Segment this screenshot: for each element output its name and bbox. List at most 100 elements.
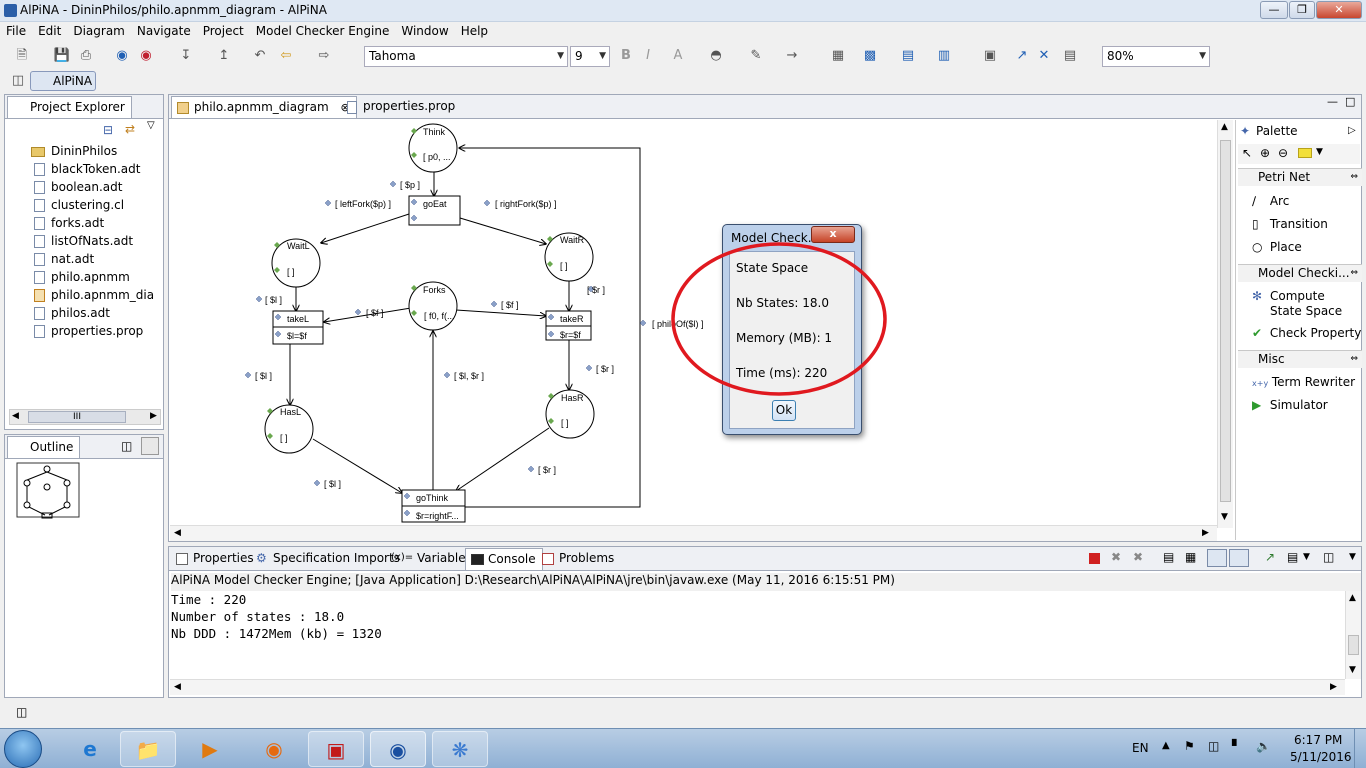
menu-model-checker-engine[interactable]: Model Checker Engine [255, 24, 390, 38]
arc[interactable] [459, 148, 641, 508]
place-hasr[interactable] [545, 389, 595, 439]
outline-tree-icon[interactable]: ◫ [121, 439, 133, 453]
editor-maximize-icon[interactable]: □ [1345, 95, 1356, 108]
clear-console-icon[interactable]: ▤ [1163, 550, 1175, 564]
chevron-down-icon[interactable]: ▼ [1349, 552, 1356, 562]
scroll-up-icon[interactable]: ▲ [1349, 593, 1356, 603]
place-think[interactable] [408, 123, 458, 173]
menu-file[interactable]: File [6, 24, 27, 38]
tab-properties[interactable]: Properties [171, 548, 260, 570]
palette-item-term-rewriter[interactable]: x+y Term Rewriter [1252, 375, 1356, 389]
acrobat-icon[interactable]: ▣ [308, 731, 364, 767]
scroll-thumb[interactable] [1220, 140, 1231, 502]
palette-group-misc[interactable]: Misc⇔ [1238, 350, 1362, 368]
layout-icon[interactable]: ▦ [831, 48, 845, 63]
tree-item-file[interactable]: blackToken.adt [34, 162, 140, 176]
palette-item-check-property[interactable]: ✔ Check Property [1252, 326, 1362, 340]
arrow-style-icon[interactable]: → [786, 48, 798, 63]
rewrite-icon[interactable]: ◉ [140, 48, 152, 63]
palette-item-transition[interactable]: ▯ Transition [1252, 217, 1328, 231]
new-icon[interactable]: 🗎 [16, 48, 28, 63]
align-icon[interactable]: ▤ [901, 48, 915, 63]
scroll-down-icon[interactable]: ▼ [1349, 665, 1356, 675]
clock-time[interactable]: 6:17 PM [1294, 733, 1343, 747]
select-tool-icon[interactable]: ↖ [1242, 146, 1253, 160]
menu-diagram[interactable]: Diagram [73, 24, 125, 38]
tab-properties-prop[interactable]: properties.prop [341, 96, 461, 118]
start-button[interactable] [4, 730, 42, 768]
arrange-icon[interactable]: ▥ [937, 48, 951, 63]
open-perspective-icon[interactable]: ◫ [11, 73, 25, 88]
scroll-left-icon[interactable]: ◀ [12, 411, 19, 421]
font-family-select[interactable]: Tahoma▼ [364, 46, 568, 67]
fast-view-icon[interactable]: ◫ [16, 705, 28, 719]
alpina-app-icon[interactable]: ◉ [370, 731, 426, 767]
palette-group-petri-net[interactable]: Petri Net⇔ [1238, 168, 1362, 186]
perspective-alpina-button[interactable]: AlPiNA [30, 71, 96, 91]
language-indicator[interactable]: EN [1132, 741, 1149, 755]
maximize-button[interactable]: ❐ [1289, 1, 1315, 19]
font-color-button[interactable]: A [673, 48, 683, 63]
cross-icon[interactable]: ✕ [1038, 48, 1050, 63]
tree-item-file[interactable]: philo.apnmm [34, 270, 130, 284]
tab-philo-diagram[interactable]: philo.apnmm_diagram ⊗ [171, 96, 357, 118]
palette-expand-icon[interactable]: ▷ [1348, 125, 1356, 136]
scroll-left-icon[interactable]: ◀ [174, 528, 181, 538]
place-waitr[interactable] [544, 232, 594, 282]
tree-item-file[interactable]: philo.apnmm_dia [34, 288, 154, 302]
font-size-select[interactable]: 9▼ [570, 46, 610, 67]
tree-item-file[interactable]: clustering.cl [34, 198, 124, 212]
zoom-select[interactable]: 80%▼ [1102, 46, 1210, 67]
arc[interactable] [324, 307, 412, 322]
internet-explorer-icon[interactable]: e [83, 737, 97, 761]
firefox-icon[interactable]: ◉ [265, 737, 283, 761]
place-hasl[interactable] [264, 404, 314, 454]
console-horizontal-scrollbar[interactable]: ◀ ▶ [170, 679, 1345, 695]
scroll-right-icon[interactable]: ▶ [1202, 528, 1209, 538]
close-button[interactable]: ✕ [1316, 1, 1362, 19]
scroll-right-icon[interactable]: ▶ [150, 411, 157, 421]
palette-item-place[interactable]: ○ Place [1252, 240, 1302, 254]
menu-edit[interactable]: Edit [38, 24, 62, 38]
palette-group-model-checking[interactable]: Model Checki...⇔ [1238, 264, 1362, 282]
project-root[interactable]: DininPhilos [51, 144, 118, 158]
arc[interactable] [459, 217, 546, 244]
model-check-icon[interactable]: ◉ [116, 48, 128, 63]
view-menu-icon[interactable]: ▽ [147, 120, 155, 131]
scroll-right-icon[interactable]: ▶ [1330, 682, 1337, 692]
view-menu-icon[interactable]: ▤ [1287, 550, 1299, 564]
link-editor-icon[interactable]: ⇄ [125, 122, 136, 136]
network-icon[interactable]: ▘ [1232, 739, 1242, 753]
chevron-down-icon[interactable]: ▼ [1316, 147, 1323, 157]
palette-item-simulator[interactable]: ▶ Simulator [1252, 398, 1328, 412]
tab-console[interactable]: Console [465, 548, 543, 570]
file-explorer-icon[interactable]: 📁 [120, 731, 176, 767]
paint-icon[interactable]: ❋ [432, 731, 488, 767]
show-desktop-button[interactable] [1354, 729, 1366, 768]
ok-button[interactable]: Ok [772, 400, 796, 421]
scroll-thumb[interactable]: III [28, 411, 126, 423]
bold-button[interactable]: B [621, 48, 631, 63]
action-center-icon[interactable]: ⚑ [1184, 739, 1195, 753]
tab-problems[interactable]: Problems [537, 548, 620, 570]
scroll-up-icon[interactable]: ▲ [1221, 122, 1228, 132]
menu-window[interactable]: Window [401, 24, 449, 38]
palette-item-arc[interactable]: ∕ Arc [1252, 194, 1290, 208]
horizontal-scrollbar[interactable]: ◀ III ▶ [9, 409, 161, 425]
minimize-button[interactable]: — [1260, 1, 1288, 19]
clock-date[interactable]: 5/11/2016 [1290, 750, 1352, 764]
terminate-icon[interactable] [1089, 553, 1100, 564]
scroll-thumb[interactable] [1348, 635, 1359, 655]
tab-project-explorer[interactable]: Project Explorer [7, 96, 132, 118]
line-width-icon[interactable]: ▤ [1063, 48, 1077, 63]
scroll-down-icon[interactable]: ▼ [1221, 512, 1228, 522]
snap-icon[interactable]: ▣ [983, 48, 997, 63]
volume-icon[interactable]: 🔈 [1256, 739, 1271, 753]
transition-goeat[interactable] [408, 195, 461, 226]
media-player-icon[interactable]: ▶ [202, 737, 218, 761]
save-icon[interactable]: 💾 [53, 48, 71, 63]
palette-item-compute-state-space[interactable]: ✻ Compute State Space [1252, 289, 1343, 318]
device-icon[interactable]: ◫ [1208, 739, 1220, 753]
petri-net-canvas[interactable]: Think [ p0, ... goEat WaitL [ ] WaitR [ … [170, 120, 1216, 542]
select-all-icon[interactable]: ▩ [863, 48, 877, 63]
